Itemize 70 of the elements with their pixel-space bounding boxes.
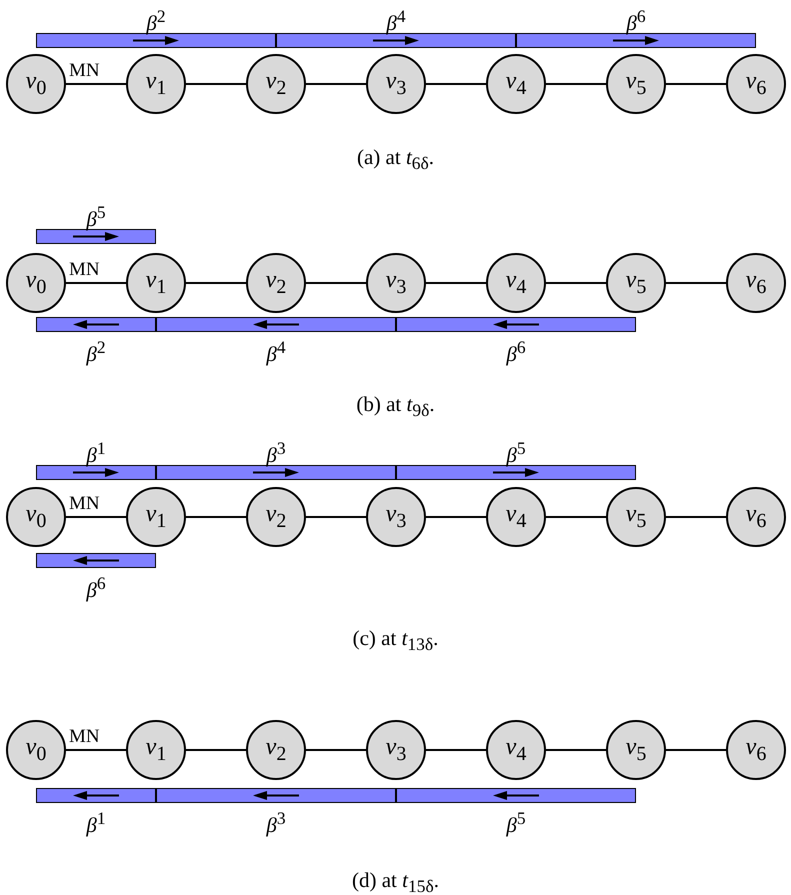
connector-line [186,83,246,85]
connector-line [546,83,606,85]
connector-line [666,282,726,284]
vertex-circle: v$_{3}$ [366,720,426,780]
vertex-circle: v$_{0}$ [6,720,66,780]
vertex-circle: v$_{0}$ [6,54,66,114]
vertex-circle: v$_{4}$ [486,253,546,313]
vertex-circle: v$_{3}$ [366,487,426,547]
bar-label: β$^{5}$ [86,201,106,231]
bar-label: β$^{1}$ [86,807,106,837]
vertex-circle: v$_{1}$ [126,253,186,313]
vertex-circle: v$_{6}$ [726,54,786,114]
bar-label: β$^{6}$ [506,336,526,366]
panel-caption: (c) at t$_{13δ}$. [352,626,438,650]
connector-line [546,516,606,518]
connector-line [666,749,726,751]
vertex-circle: v$_{3}$ [366,54,426,114]
connector-line [66,282,126,284]
panel-caption: (b) at t$_{9δ}$. [356,392,435,416]
bar-label: β$^{1}$ [86,437,106,467]
bar-label: β$^{2}$ [86,336,106,366]
vertex-circle: v$_{5}$ [606,720,666,780]
vertex-circle: v$_{0}$ [6,487,66,547]
connector-line [426,749,486,751]
vertex-circle: v$_{2}$ [246,54,306,114]
bar-label: β$^{6}$ [626,5,646,35]
bar-label: β$^{4}$ [266,336,286,366]
connector-line [306,282,366,284]
connector-line [546,282,606,284]
connector-line [66,83,126,85]
connector-line [306,83,366,85]
connector-line [186,749,246,751]
bar-label: β$^{3}$ [266,437,286,467]
vertex-circle: v$_{4}$ [486,487,546,547]
vertex-circle: v$_{4}$ [486,720,546,780]
vertex-circle: v$_{6}$ [726,253,786,313]
connector-line [66,749,126,751]
vertex-circle: v$_{3}$ [366,253,426,313]
bar-label: β$^{2}$ [146,5,166,35]
bar-label: β$^{5}$ [506,807,526,837]
vertex-circle: v$_{5}$ [606,54,666,114]
vertex-circle: v$_{5}$ [606,487,666,547]
bar-label: β$^{4}$ [386,5,406,35]
vertex-circle: v$_{6}$ [726,720,786,780]
vertex-circle: v$_{1}$ [126,720,186,780]
vertex-circle: v$_{5}$ [606,253,666,313]
panel-caption: (a) at t$_{6δ}$. [356,145,434,169]
vertex-circle: v$_{0}$ [6,253,66,313]
connector-line [426,282,486,284]
vertex-circle: v$_{2}$ [246,253,306,313]
connector-line [426,83,486,85]
connector-line [306,749,366,751]
vertex-circle: v$_{1}$ [126,487,186,547]
vertex-circle: v$_{2}$ [246,487,306,547]
connector-line [426,516,486,518]
connector-line [666,516,726,518]
connector-line [186,516,246,518]
connector-line [66,516,126,518]
bar-label: β$^{5}$ [506,437,526,467]
bar-label: β$^{3}$ [266,807,286,837]
connector-line [546,749,606,751]
vertex-circle: v$_{2}$ [246,720,306,780]
connector-line [186,282,246,284]
vertex-circle: v$_{6}$ [726,487,786,547]
connector-line [666,83,726,85]
panel-caption: (d) at t$_{15δ}$. [352,868,439,892]
vertex-circle: v$_{1}$ [126,54,186,114]
bar-label: β$^{6}$ [86,572,106,602]
vertex-circle: v$_{4}$ [486,54,546,114]
connector-line [306,516,366,518]
